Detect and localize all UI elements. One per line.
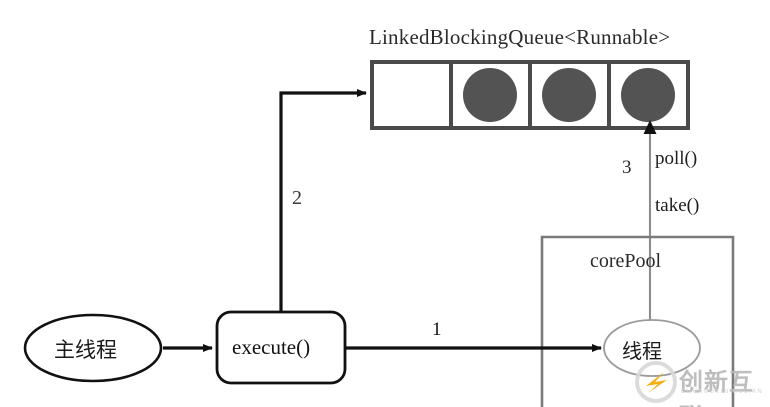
execute-label: execute() xyxy=(232,335,311,359)
queue-title: LinkedBlockingQueue<Runnable> xyxy=(369,25,671,49)
queue-task-circle xyxy=(621,68,675,122)
queue-box xyxy=(370,60,690,130)
edge-step3 xyxy=(643,120,657,322)
main-thread-label: 主线程 xyxy=(54,338,117,362)
edge-step2-path xyxy=(279,89,367,383)
core-pool-label: corePool xyxy=(590,250,662,272)
queue-task-circle xyxy=(542,68,596,122)
edge-step3-arrowhead xyxy=(643,120,657,134)
edge-step2 xyxy=(279,89,367,383)
edge-step2-label: 2 xyxy=(292,187,302,209)
core-pool-box xyxy=(540,235,735,407)
poll-annotation: poll() xyxy=(655,148,698,169)
worker-thread-label: 线程 xyxy=(622,339,662,363)
main-thread-ellipse xyxy=(23,313,163,383)
edge-step1-label: 1 xyxy=(432,319,442,340)
core-pool-border xyxy=(540,235,735,407)
take-annotation: take() xyxy=(655,195,700,216)
edge-step3-label: 3 xyxy=(622,157,632,178)
queue-task-circle xyxy=(463,68,517,122)
